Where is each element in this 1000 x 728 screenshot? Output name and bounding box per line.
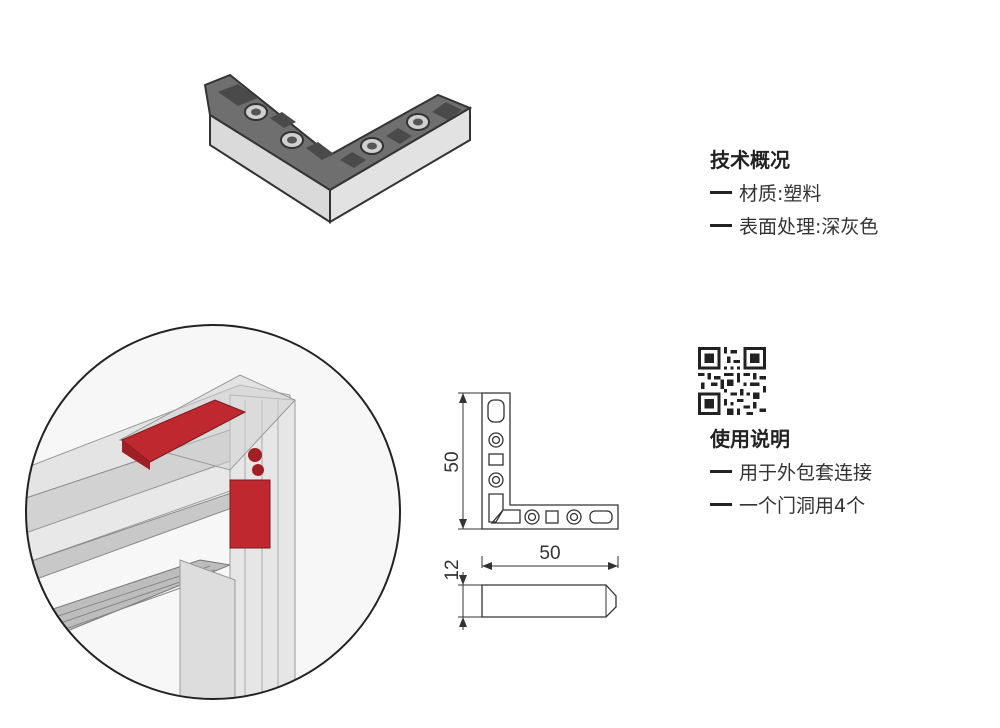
usage-item: 用于外包套连接 — [710, 458, 990, 485]
dash-icon — [710, 191, 732, 194]
tech-overview-section: 技术概况 材质:塑料 表面处理:深灰色 — [710, 144, 990, 239]
surface-treatment-text: 表面处理:深灰色 — [739, 216, 879, 238]
usage-item: 一个门洞用4个 — [710, 491, 990, 518]
usage-heading: 使用说明 — [710, 427, 790, 451]
dash-icon — [710, 224, 732, 227]
height-dimension-label: 50 — [442, 451, 463, 472]
dash-icon — [710, 470, 732, 473]
material-text: 材质:塑料 — [739, 183, 822, 205]
usage-section: 使用说明 用于外包套连接 一个门洞用4个 — [710, 423, 990, 518]
usage-purpose-text: 用于外包套连接 — [739, 462, 873, 484]
tech-overview-item: 表面处理:深灰色 — [710, 212, 990, 239]
tech-overview-heading: 技术概况 — [710, 148, 790, 172]
qr-code — [698, 347, 766, 415]
width-dimension-label: 50 — [539, 543, 560, 564]
dash-icon — [710, 503, 732, 506]
usage-quantity-text: 一个门洞用4个 — [739, 495, 866, 517]
thickness-dimension-label: 12 — [442, 559, 463, 580]
tech-overview-item: 材质:塑料 — [710, 179, 990, 206]
